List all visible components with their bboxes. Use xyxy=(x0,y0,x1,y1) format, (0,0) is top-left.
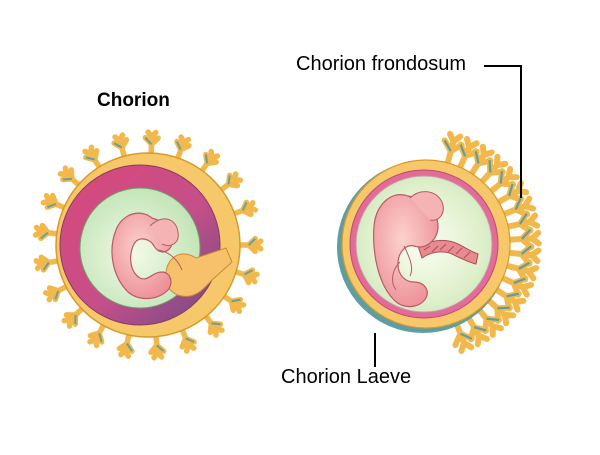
villus-shadow xyxy=(229,175,230,184)
villus xyxy=(445,134,462,167)
villus-shadow xyxy=(497,308,509,309)
villus-shadow xyxy=(490,160,491,172)
left-chorionic-sac xyxy=(36,132,261,358)
chorion-frondosum-label: Chorion frondosum xyxy=(296,53,466,76)
villus-shadow xyxy=(501,171,502,183)
villus-shadow xyxy=(63,179,72,180)
villus-shadow xyxy=(211,323,220,324)
chorion-laeve-label: Chorion Laeve xyxy=(281,366,411,389)
left-figure-title: Chorion xyxy=(97,90,170,112)
villus-shadow xyxy=(206,155,207,164)
villus-shadow xyxy=(486,319,498,320)
right-chorionic-sac xyxy=(337,134,539,351)
